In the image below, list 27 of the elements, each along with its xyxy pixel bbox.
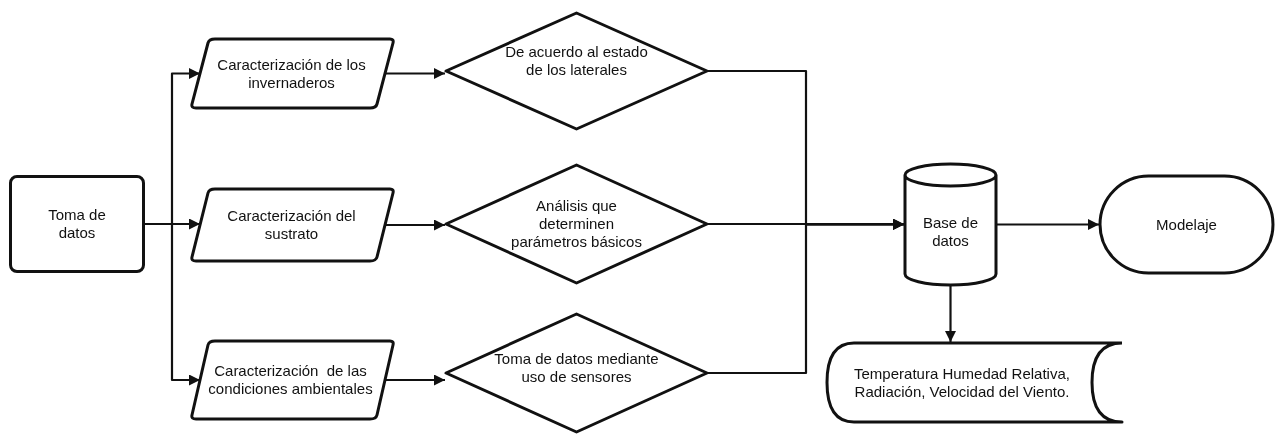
arrow [385,68,445,79]
node-text: Análisis que determinen parámetros básicos [510,197,643,251]
node-text: Caracterización del sustrato [226,207,357,243]
node-text: Toma de datos mediante uso de sensores [493,350,660,386]
process-box [9,175,145,273]
arrow [385,374,445,386]
arrow [945,286,956,342]
node-text: Caracterización de las condiciones ambientales [207,362,374,398]
database-cylinder [904,163,997,286]
node-text: Modelaje [1156,215,1217,234]
data-parallelogram [191,38,394,109]
data-parallelogram [191,188,394,262]
arrow [997,219,1099,230]
terminal-shape [1099,175,1274,274]
decision-diamond [445,164,708,284]
node-text: Toma de datos [47,206,107,242]
node-text: Base de datos [921,213,979,250]
node-text: Temperatura Humedad Relativa, Radiación, Velocidad del Viento. [853,364,1071,401]
arrow [708,219,904,375]
arrow [385,219,445,231]
stored-data-shape [826,342,1122,423]
decision-diamond [445,12,708,130]
arrow [145,222,200,386]
node-text: Caracterización de los invernaderos [216,55,367,92]
data-parallelogram [191,340,394,420]
node-text: De acuerdo al estado de los laterales [504,43,649,79]
decision-diamond [445,313,708,433]
